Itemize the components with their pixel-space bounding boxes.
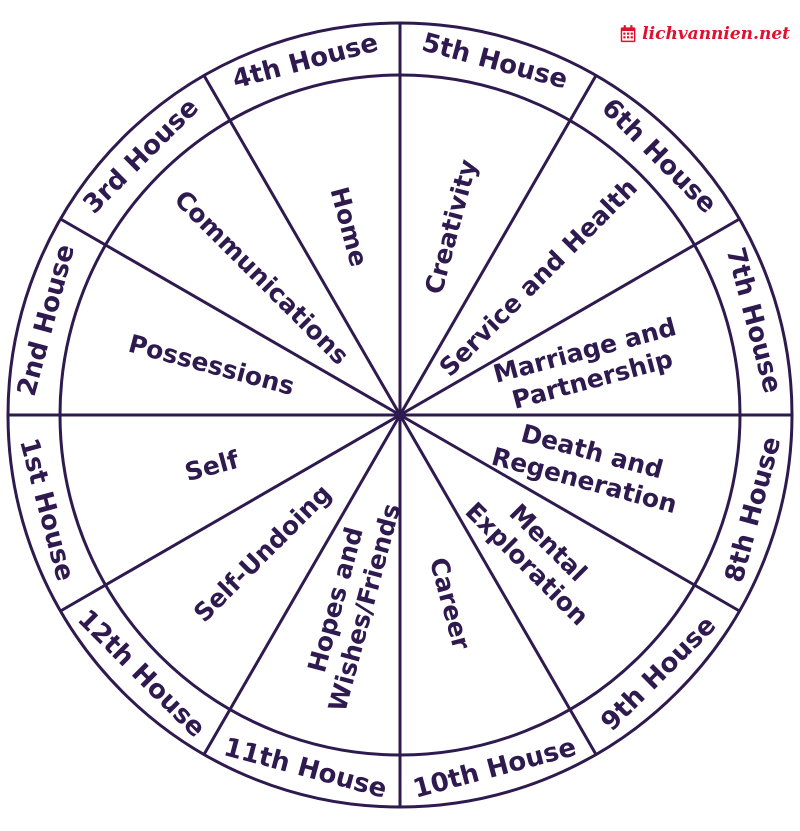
- house-meaning: Home: [325, 184, 374, 270]
- spoke-line: [398, 74, 598, 416]
- spoke-line: [399, 413, 741, 613]
- house-meaning: Hopes andWishes/Friends: [294, 493, 406, 715]
- brand-watermark: lichvannien.net: [620, 18, 790, 50]
- spoke-line: [59, 413, 401, 613]
- house-meaning-line: Career: [424, 554, 476, 653]
- brand-text: lichvannien.net: [642, 24, 790, 44]
- house-meaning: Career: [424, 554, 476, 653]
- house-meaning-line: Home: [325, 184, 374, 270]
- spoke-line: [202, 414, 402, 756]
- house-meaning: Creativity: [419, 156, 483, 297]
- house-label: 5th House: [419, 28, 571, 96]
- house-label: 11th House: [221, 732, 390, 804]
- spoke-line: [399, 217, 741, 417]
- house-meaning: Self: [182, 445, 243, 487]
- calendar-icon: [620, 25, 636, 43]
- house-label: 2nd House: [12, 241, 81, 399]
- house-meaning-line: Communications: [169, 185, 355, 371]
- house-label: 8th House: [720, 434, 788, 586]
- spoke-line: [202, 74, 402, 416]
- house-label: 9th House: [595, 610, 722, 737]
- wheel-hub: [396, 411, 404, 419]
- house-label: 10th House: [410, 732, 579, 804]
- house-meaning-line: Self-Undoing: [188, 479, 337, 628]
- house-meaning: Communications: [169, 185, 355, 371]
- spoke-line: [398, 414, 598, 756]
- house-meaning: Self-Undoing: [188, 479, 337, 628]
- house-label: 4th House: [229, 28, 381, 96]
- house-meaning-line: Self: [182, 445, 243, 487]
- wheel-spokes: [8, 23, 792, 807]
- house-label: 7th House: [720, 244, 788, 396]
- house-meaning-line: Creativity: [419, 156, 483, 297]
- house-meaning: Marriage andPartnership: [490, 312, 687, 418]
- house-label: 1st House: [13, 435, 80, 584]
- house-label: 12th House: [71, 604, 211, 744]
- spoke-line: [59, 217, 401, 417]
- house-meaning: MentalExploration: [460, 475, 616, 631]
